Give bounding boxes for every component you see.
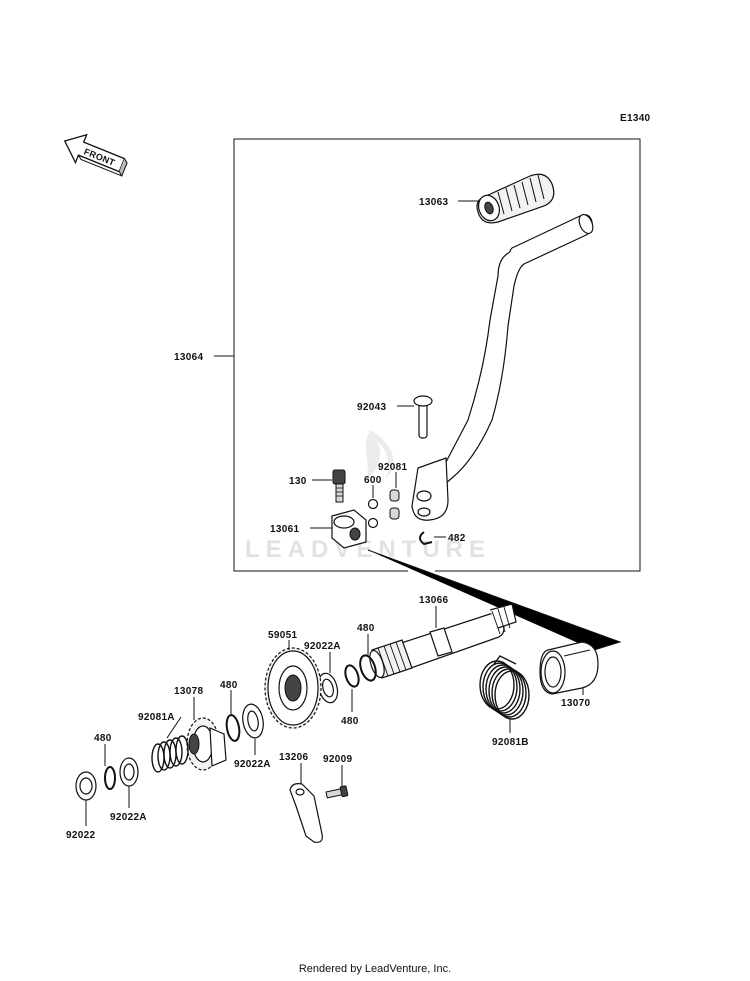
kick-return-spring [479,655,530,720]
label-92022A-a: 92022A [304,641,341,652]
kick-lever-clamp [331,509,367,549]
label-92081A: 92081A [138,712,175,723]
washer-92022A-middle [242,703,264,739]
label-92009: 92009 [323,754,352,765]
label-13070: 13070 [561,698,590,709]
label-480-a: 480 [357,623,375,634]
label-92043: 92043 [357,402,386,413]
label-13061: 13061 [270,524,299,535]
front-arrow-icon: FRONT [63,133,128,178]
steel-balls [367,498,379,529]
clamp-bolt [332,469,346,503]
label-13078: 13078 [174,686,203,697]
label-92081: 92081 [378,462,407,473]
small-springs [389,489,400,520]
label-480-b: 480 [341,716,359,727]
ratchet-spring [151,735,189,773]
footer-credit: Rendered by LeadVenture, Inc. [298,963,452,975]
part-labels: 13063 13064 92043 92081 130 600 13061 48… [66,197,590,841]
circlip-480-lower [104,766,116,790]
diagram-code: E1340 [620,113,651,124]
guide-plate [289,783,323,843]
shaft-circlips [344,654,377,688]
leader-lines [214,200,622,651]
spring-guide-collar [539,641,599,695]
kick-shaft [369,603,517,679]
label-92022A-b: 92022A [234,759,271,770]
label-480-d: 480 [94,733,112,744]
kick-gear [264,647,322,729]
guide-screw [325,785,349,799]
label-92022: 92022 [66,830,95,841]
leader-lines-lower [85,606,584,826]
label-92081B: 92081B [492,737,529,748]
circlip-480-middle [225,714,241,742]
kick-grip-rubber [476,173,555,224]
label-482: 482 [448,533,466,544]
label-130: 130 [289,476,307,487]
label-59051: 59051 [268,630,297,641]
pivot-pin [413,395,433,439]
kick-pedal-arm [411,213,594,521]
label-13063: 13063 [419,197,448,208]
kick-pedal-assembly-box [233,138,641,572]
ratchet [186,717,227,771]
washer-92022A-lower [119,757,139,787]
washer-92022 [75,771,97,801]
label-600: 600 [364,475,382,486]
circlip-482 [419,531,433,546]
label-92022A-c: 92022A [110,812,147,823]
label-480-c: 480 [220,680,238,691]
label-13066: 13066 [419,595,448,606]
label-13206: 13206 [279,752,308,763]
label-13064: 13064 [174,352,203,363]
